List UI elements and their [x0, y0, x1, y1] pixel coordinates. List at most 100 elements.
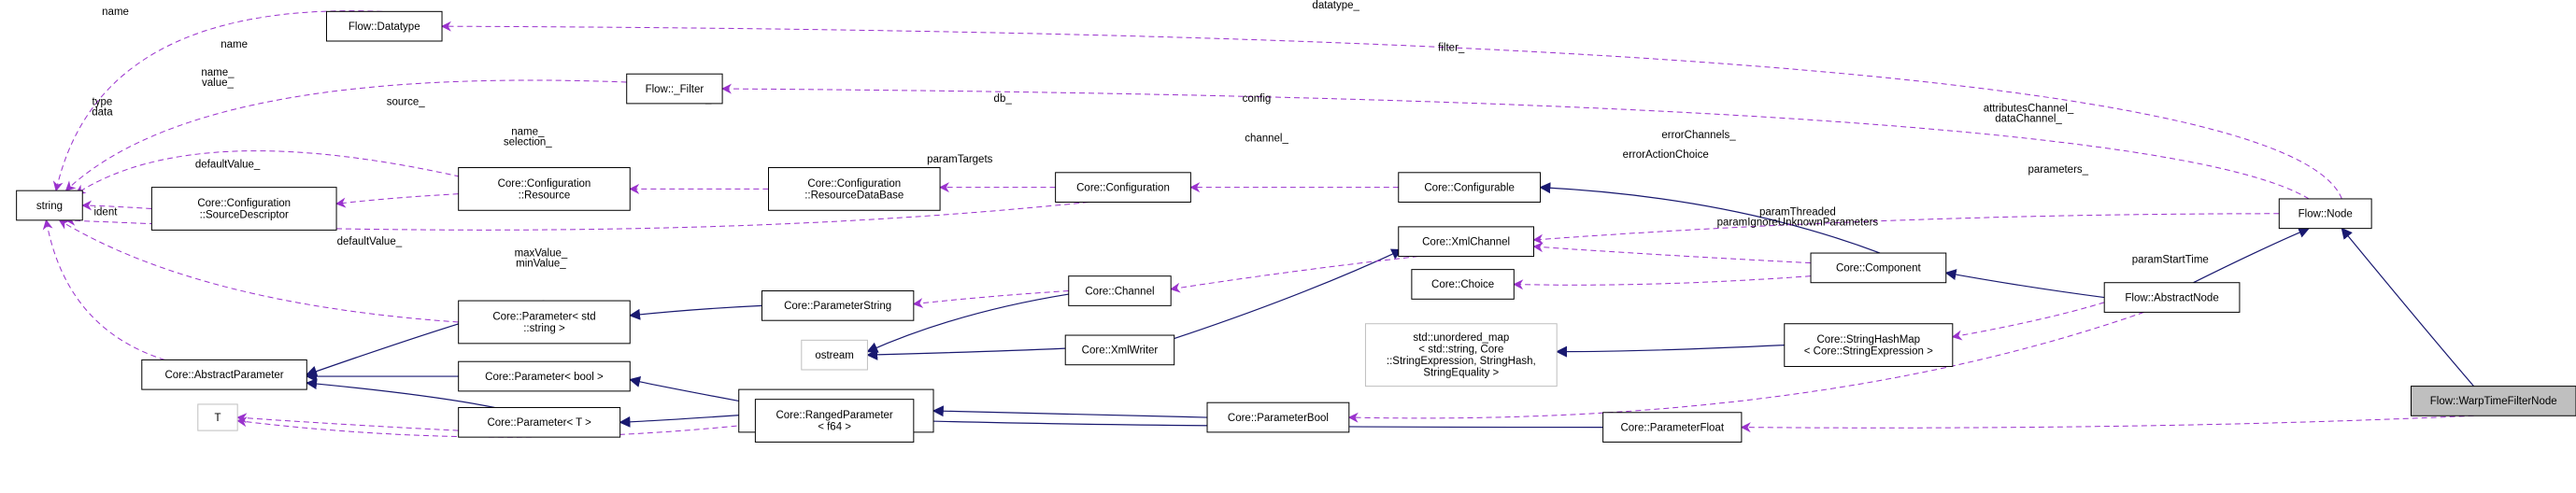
edge-label-config: config — [1243, 93, 1272, 105]
class-node-label: Core::Channel — [1085, 286, 1154, 297]
class-node-flow-node[interactable]: Flow::Node — [2278, 198, 2372, 230]
class-node-box — [1064, 334, 1175, 366]
inheritance-edge-abstract-choice-param — [629, 376, 739, 402]
class-node-core-channel[interactable]: Core::Channel — [1068, 275, 1172, 306]
class-node-core-parambool[interactable]: Core::ParameterBool — [1206, 401, 1350, 433]
class-node-label: Core::StringHashMap — [1817, 334, 1921, 345]
class-node-string[interactable]: string — [16, 190, 83, 221]
inheritance-edge-core-parambool — [932, 405, 1208, 418]
class-node-label: Core::ParameterString — [784, 301, 891, 312]
class-node-core-xmlwriter[interactable]: Core::XmlWriter — [1064, 334, 1175, 366]
class-node-label: ::string > — [523, 323, 565, 334]
class-node-label: Core::Parameter< std — [492, 311, 595, 322]
class-node-box — [754, 399, 915, 443]
class-node-box — [1784, 323, 1954, 367]
class-node-label: Core::Parameter< T > — [487, 417, 591, 429]
inheritance-edge-param-t — [306, 378, 495, 409]
inheritance-edge-core-xmlwriter — [866, 347, 1066, 360]
edge-label-name2: name — [221, 39, 248, 50]
class-node-label: ::SourceDescriptor — [200, 210, 289, 221]
class-node-label: Flow::Node — [2298, 209, 2353, 220]
edge-label-paramtargets: paramTargets — [927, 154, 993, 165]
usage-edge-type-data — [81, 200, 152, 211]
class-node-core-stringhashmap[interactable]: Core::StringHashMap< Core::StringExpress… — [1784, 323, 1954, 367]
inheritance-edge-core-paramstring — [629, 304, 762, 320]
edge-label-ident: ident — [93, 207, 118, 218]
edge-label-filter: filter_ — [1438, 43, 1465, 54]
class-node-ostream[interactable]: ostream — [801, 339, 868, 371]
class-node-ranged-param[interactable]: Core::RangedParameter< f64 > — [754, 399, 915, 443]
edge-label-name-value: name_value_ — [201, 67, 235, 89]
class-node-box — [1602, 412, 1743, 443]
class-node-box — [1398, 226, 1534, 258]
class-node-std-unordered-map[interactable]: std::unordered_map< std::string, Core::S… — [1364, 323, 1558, 387]
usage-edge-defaultvalue2 — [236, 413, 459, 431]
class-node-box — [801, 339, 868, 371]
class-node-label: string — [36, 201, 63, 212]
inheritance-edge-core-paramfloat — [912, 415, 1603, 429]
class-node-flow-datatype[interactable]: Flow::Datatype — [325, 10, 443, 42]
class-node-label: < Core::StringExpression > — [1804, 346, 1933, 358]
usage-edge-name-value — [75, 150, 478, 195]
edge-label-parameters: parameters_ — [2028, 164, 2088, 176]
class-node-label: ::Resource — [519, 190, 571, 201]
class-node-label: Core::Configuration — [807, 178, 901, 190]
usage-edge-name2 — [64, 79, 627, 191]
class-node-label: Core::Component — [1836, 263, 1922, 275]
class-node-box — [458, 360, 631, 392]
edge-label-defaultvalue1: defaultValue_ — [195, 160, 261, 171]
class-node-label: Core::XmlChannel — [1422, 236, 1510, 247]
class-node-label: Core::Configuration — [197, 198, 291, 209]
class-node-box — [325, 10, 443, 42]
edge-label-defaultvalue2: defaultValue_ — [337, 236, 403, 247]
class-node-box — [2278, 198, 2372, 230]
class-node-warp-node[interactable]: Flow::WarpTimeFilterNode — [2410, 386, 2576, 416]
class-node-label: Core::Choice — [1431, 279, 1494, 290]
inheritance-edge-core-stringhashmap — [1556, 345, 1785, 358]
usage-edge-name1 — [52, 10, 383, 192]
class-node-t[interactable]: T — [197, 403, 238, 431]
class-node-core-component[interactable]: Core::Component — [1810, 252, 1947, 284]
class-node-label: ostream — [815, 350, 854, 361]
inheritance-edge-core-component — [1539, 182, 1881, 254]
class-node-core-paramfloat[interactable]: Core::ParameterFloat — [1602, 412, 1743, 443]
class-node-core-configuration[interactable]: Core::Configuration — [1055, 172, 1191, 203]
class-node-label: Core::XmlWriter — [1082, 345, 1159, 357]
class-node-flow-filter[interactable]: Flow::_Filter — [626, 73, 723, 105]
usage-edge-parameters — [1951, 302, 2105, 341]
edge-label-attributes: attributesChannel_dataChannel_ — [1984, 104, 2074, 125]
usage-edge-erroraction — [1513, 275, 1812, 290]
usage-edge-datatype — [440, 21, 2342, 200]
class-node-cfg-sourcedesc[interactable]: Core::Configuration::SourceDescriptor — [150, 187, 337, 231]
usage-edge-channel — [1170, 256, 1418, 293]
class-node-cfg-resdb[interactable]: Core::Configuration::ResourceDataBase — [768, 167, 941, 211]
class-node-flow-abstractnode[interactable]: Flow::AbstractNode — [2103, 282, 2241, 313]
class-node-label: Flow::WarpTimeFilterNode — [2430, 396, 2557, 407]
class-node-box — [626, 73, 723, 105]
usage-edge-filter — [720, 83, 2310, 200]
class-node-box — [1206, 401, 1350, 433]
class-node-param-bool[interactable]: Core::Parameter< bool > — [458, 360, 631, 392]
inheritance-edge-core-channel — [866, 293, 1069, 353]
class-node-label: std::unordered_map — [1413, 332, 1509, 344]
class-node-box — [1068, 275, 1172, 306]
class-node-box — [150, 187, 337, 231]
class-node-label: Flow::Datatype — [349, 21, 420, 33]
class-node-core-xmlchannel[interactable]: Core::XmlChannel — [1398, 226, 1534, 258]
class-node-box — [16, 190, 83, 221]
class-node-box — [1364, 323, 1558, 387]
class-node-core-choice[interactable]: Core::Choice — [1411, 269, 1515, 300]
class-node-box — [141, 359, 307, 390]
class-node-core-abstractparam[interactable]: Core::AbstractParameter — [141, 359, 307, 390]
class-node-cfg-resource[interactable]: Core::Configuration::Resource — [458, 167, 631, 211]
usage-edge-source — [334, 193, 459, 208]
class-node-label: < f64 > — [818, 422, 851, 433]
class-node-core-configurable[interactable]: Core::Configurable — [1398, 172, 1542, 203]
class-node-box — [2103, 282, 2241, 313]
class-node-core-paramstring[interactable]: Core::ParameterString — [761, 290, 915, 321]
class-node-param-string-std[interactable]: Core::Parameter< std::string > — [458, 300, 631, 345]
class-node-label: Core::AbstractParameter — [164, 370, 283, 381]
class-node-box — [197, 403, 238, 431]
class-node-param-t[interactable]: Core::Parameter< T > — [458, 406, 621, 438]
